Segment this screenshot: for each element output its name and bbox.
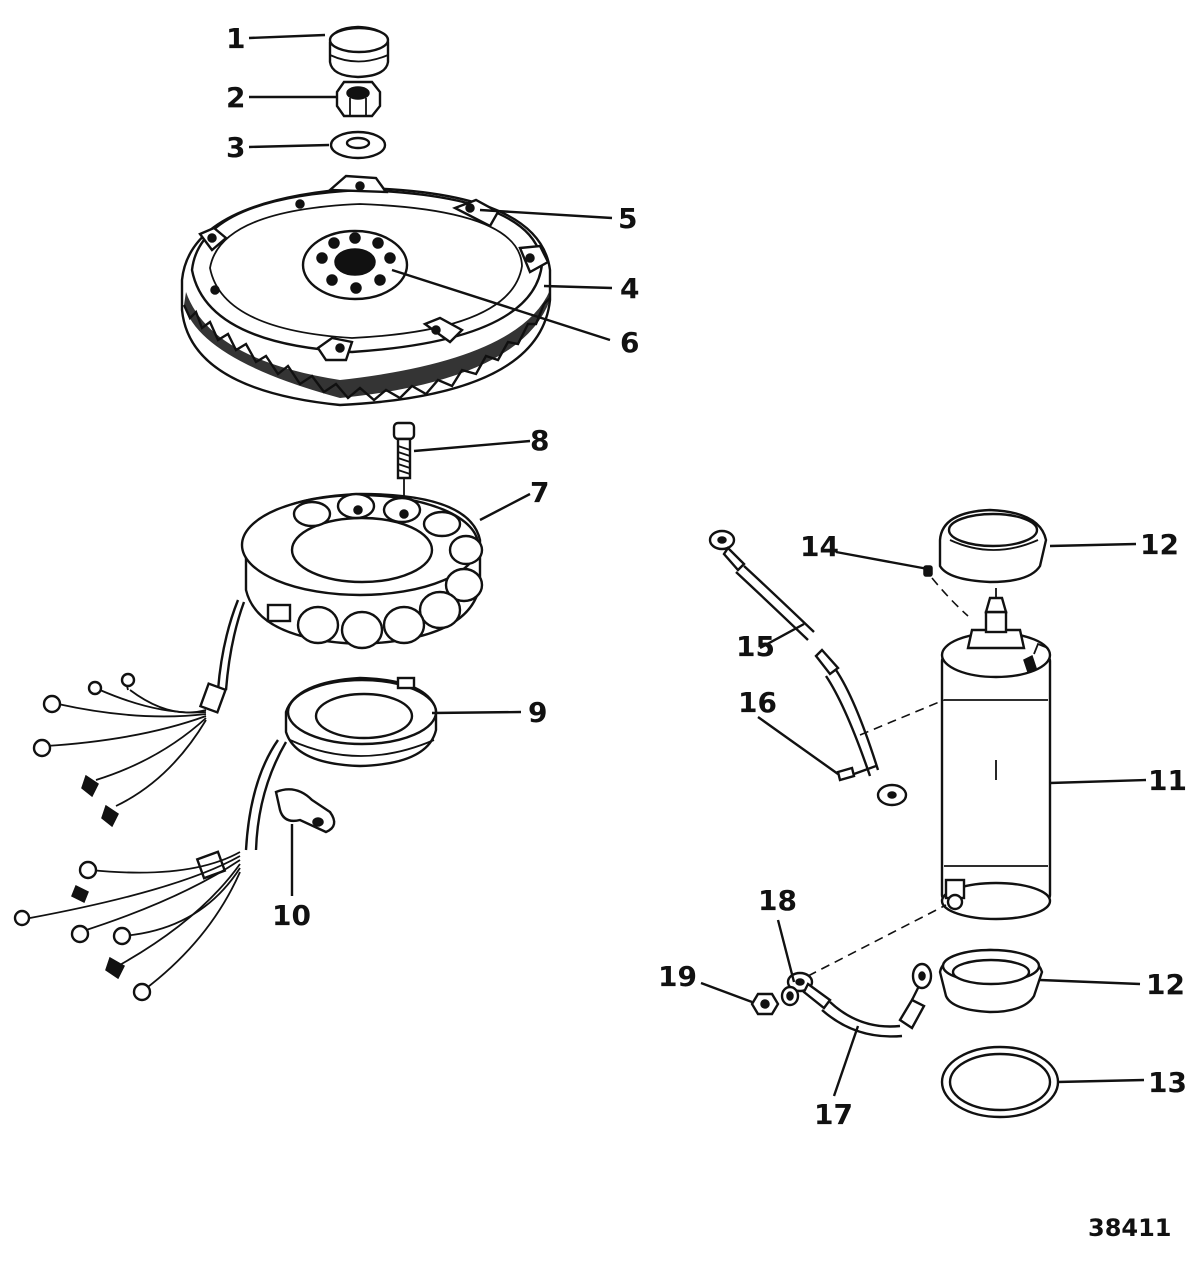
part-18-lockwasher [780,985,800,1007]
callout-18: 18 [758,884,797,917]
part-3-washer [329,130,387,160]
callout-12-bottom: 12 [1146,968,1185,1001]
part-19-nut [750,992,780,1016]
callout-9: 9 [528,696,547,729]
callout-1: 1 [226,22,245,55]
callout-8: 8 [530,424,549,457]
part-12-boot-bottom [938,948,1044,1014]
callout-7: 7 [530,476,549,509]
part-16-screw [836,764,877,782]
part-13-oring [940,1045,1060,1119]
callout-12-top: 12 [1140,528,1179,561]
callout-4: 4 [620,272,639,305]
callout-labels: 1 2 3 5 4 6 8 7 9 10 12 14 15 16 11 18 1… [226,22,1187,1242]
part-17-cable [786,904,947,1038]
part-10-clamp [274,788,336,834]
part-11-starter-motor [859,588,1052,921]
part-2-nut [335,80,382,118]
callout-15: 15 [736,630,775,663]
leader-lines [248,33,1147,1097]
part-12-boot-top [938,508,1048,584]
part-8-screw [392,421,416,500]
callout-2: 2 [226,81,245,114]
part-4-flywheel [180,174,552,407]
callout-14: 14 [800,530,839,563]
callout-3: 3 [226,131,245,164]
callout-6: 6 [620,326,639,359]
callout-17: 17 [814,1098,853,1131]
part-15-cable [708,529,908,807]
part-1-cap [328,25,390,79]
figure-code: 38411 [1088,1214,1172,1242]
callout-16: 16 [738,686,777,719]
part-9-trigger [13,676,438,1002]
callout-10: 10 [272,899,311,932]
callout-11: 11 [1148,764,1187,797]
callout-13: 13 [1148,1066,1187,1099]
part-7-stator [32,492,484,828]
callout-5: 5 [618,202,637,235]
callout-19: 19 [658,960,697,993]
